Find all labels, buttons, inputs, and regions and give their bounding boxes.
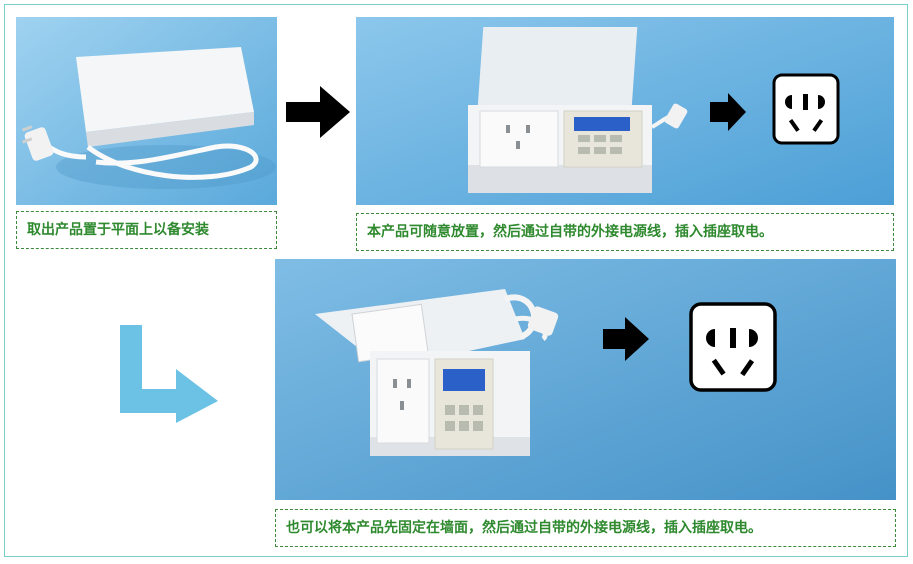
step-1-caption: 取出产品置于平面上以备安装 (16, 211, 277, 249)
photo-open-box (356, 17, 894, 205)
right-arrow-icon (286, 86, 350, 138)
step-2-caption: 本产品可随意放置，然后通过自带的外接电源线，插入插座取电。 (356, 213, 894, 251)
photo-wall-mounted (275, 259, 896, 500)
step-3-caption: 也可以将本产品先固定在墙面，然后通过自带的外接电源线，插入插座取电。 (275, 509, 896, 547)
l-shaped-arrow-icon (120, 325, 218, 423)
page-frame (4, 4, 908, 557)
photo-closed-box (16, 17, 277, 205)
